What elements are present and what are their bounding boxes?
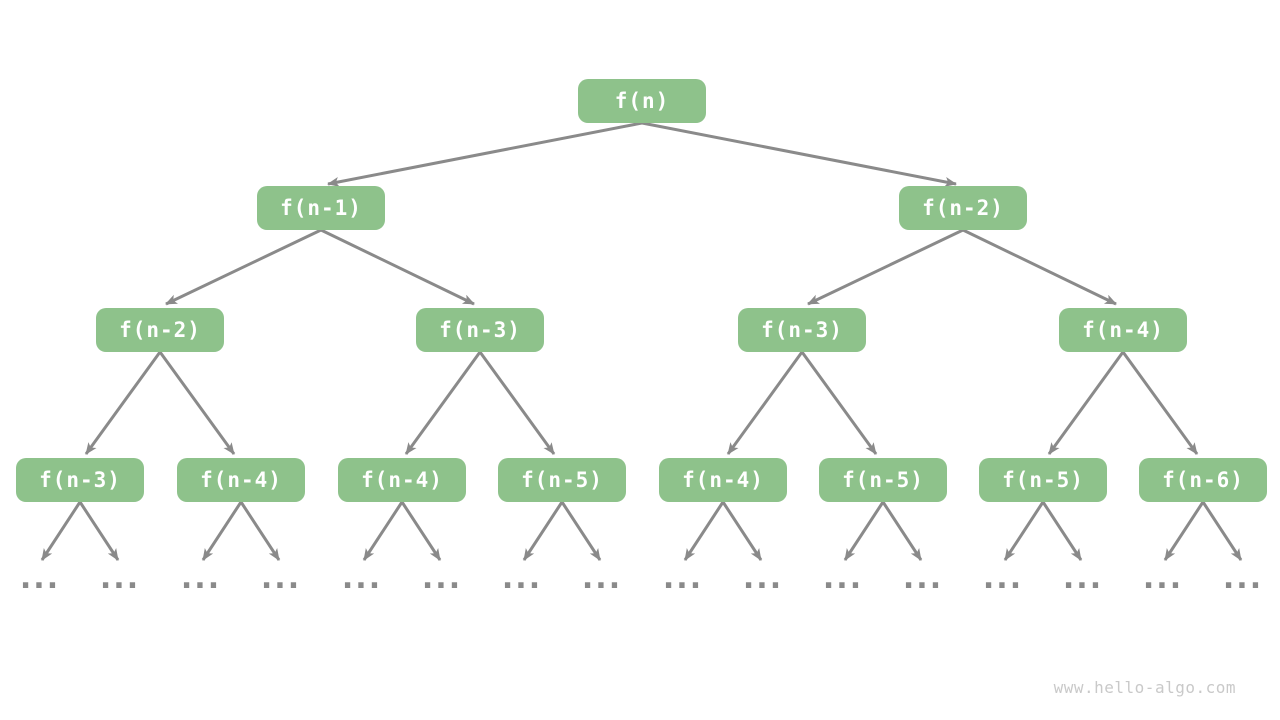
- arrow: [1163, 501, 1205, 561]
- arrow: [560, 501, 602, 561]
- tree-node: f(n-3): [16, 458, 144, 502]
- arrow: [721, 501, 763, 561]
- ellipsis: ...: [822, 561, 864, 596]
- ellipsis: ...: [742, 561, 784, 596]
- arrow: [362, 501, 404, 561]
- arrow: [641, 121, 957, 187]
- ellipsis: ...: [662, 561, 704, 596]
- tree-node: f(n-2): [96, 308, 224, 352]
- arrow: [320, 228, 475, 306]
- arrow: [881, 501, 923, 561]
- tree-node: f(n-4): [1059, 308, 1187, 352]
- arrow: [404, 351, 482, 455]
- tree-node: f(n): [578, 79, 706, 123]
- ellipsis: ...: [902, 561, 944, 596]
- arrow: [1201, 501, 1243, 561]
- ellipsis: ...: [19, 561, 61, 596]
- arrow: [239, 501, 281, 561]
- tree-node: f(n-4): [338, 458, 466, 502]
- arrow: [40, 501, 82, 561]
- arrow: [165, 228, 322, 306]
- ellipsis: ...: [982, 561, 1024, 596]
- arrow: [1003, 501, 1045, 561]
- arrow: [84, 351, 162, 455]
- tree-node: f(n-2): [899, 186, 1027, 230]
- tree-node: f(n-3): [738, 308, 866, 352]
- arrow: [726, 351, 804, 455]
- arrow: [1041, 501, 1083, 561]
- arrow: [807, 228, 964, 306]
- ellipsis: ...: [1222, 561, 1264, 596]
- tree-node: f(n-1): [257, 186, 385, 230]
- ellipsis: ...: [1062, 561, 1104, 596]
- tree-node: f(n-5): [498, 458, 626, 502]
- ellipsis: ...: [421, 561, 463, 596]
- ellipsis: ...: [501, 561, 543, 596]
- watermark-text: www.hello-algo.com: [1053, 678, 1236, 697]
- tree-node: f(n-5): [979, 458, 1107, 502]
- arrow: [158, 351, 236, 455]
- arrow: [683, 501, 725, 561]
- arrow: [1121, 351, 1199, 455]
- arrow: [400, 501, 442, 561]
- arrow: [78, 501, 120, 561]
- arrow: [201, 501, 243, 561]
- tree-node: f(n-4): [177, 458, 305, 502]
- tree-node: f(n-6): [1139, 458, 1267, 502]
- arrow: [478, 351, 556, 455]
- arrow: [962, 228, 1117, 306]
- arrow: [327, 121, 643, 187]
- arrow: [800, 351, 878, 455]
- arrow: [843, 501, 885, 561]
- ellipsis: ...: [341, 561, 383, 596]
- tree-node: f(n-5): [819, 458, 947, 502]
- ellipsis: ...: [1142, 561, 1184, 596]
- arrow: [1047, 351, 1125, 455]
- ellipsis: ...: [180, 561, 222, 596]
- ellipsis: ...: [260, 561, 302, 596]
- tree-node: f(n-3): [416, 308, 544, 352]
- ellipsis: ...: [581, 561, 623, 596]
- ellipsis: ...: [99, 561, 141, 596]
- tree-node: f(n-4): [659, 458, 787, 502]
- arrow: [522, 501, 564, 561]
